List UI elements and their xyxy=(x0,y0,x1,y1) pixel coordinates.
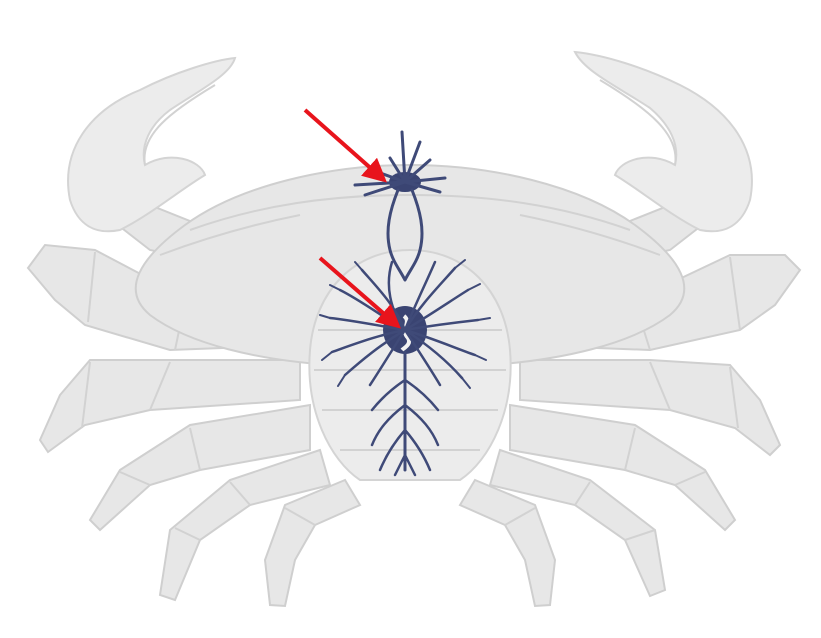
left-leg-5 xyxy=(265,480,360,606)
right-leg-5 xyxy=(460,480,555,606)
left-claw-pincer xyxy=(68,58,235,231)
